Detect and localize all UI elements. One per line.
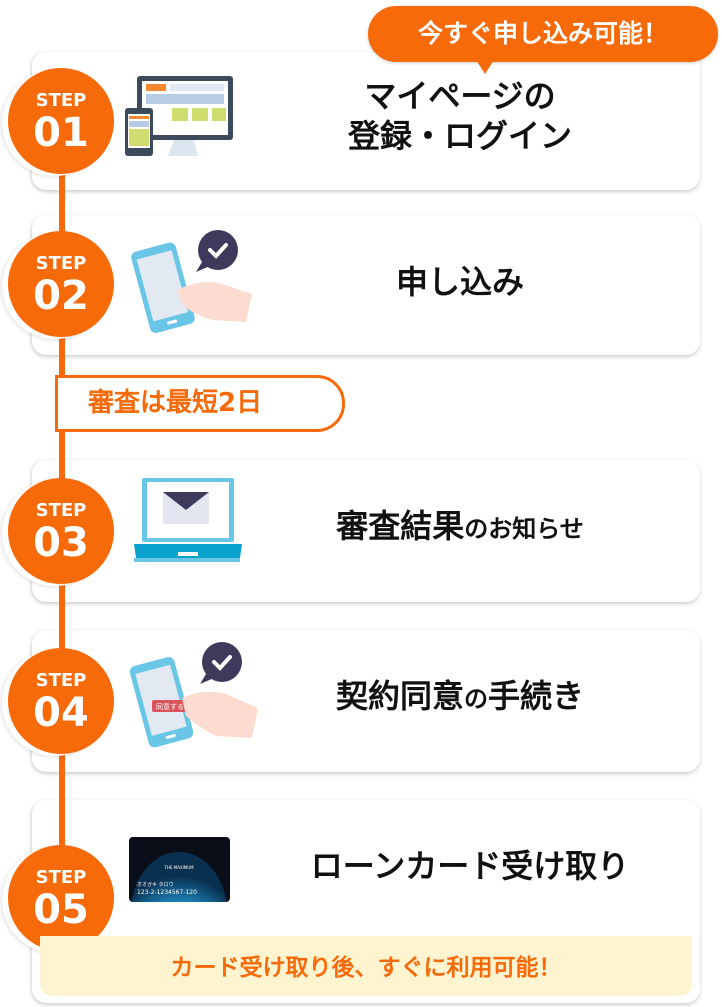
step-1-title: マイページの登録・ログイン <box>347 77 572 155</box>
devices-icon <box>125 76 233 156</box>
card-usage-note: カード受け取り後、すぐに利用可能！ <box>40 936 692 996</box>
step-4-title: 契約同意の手続き <box>335 677 585 715</box>
step-5-title: ローンカード受け取り <box>310 847 630 885</box>
svg-text:オオガキ タロウ: オオガキ タロウ <box>137 881 174 888</box>
svg-text:123-2-1234567-120: 123-2-1234567-120 <box>137 889 197 896</box>
smartphone-agree-icon: 同意する <box>129 642 258 748</box>
svg-text:THE MAXIMUM: THE MAXIMUM <box>163 865 194 870</box>
laptop-mail-icon <box>134 478 242 562</box>
step-2-title: 申し込み <box>395 263 524 301</box>
apply-now-bubble: 今すぐ申し込み可能！ <box>368 6 718 74</box>
review-time-badge: 審査は最短2日 <box>55 375 345 432</box>
step-3-title: 審査結果のお知らせ <box>336 507 584 545</box>
loan-card-image: THE MAXIMUM オオガキ タロウ 123-2-1234567-120 <box>129 837 230 902</box>
agree-button-illustration <box>152 700 188 712</box>
svg-text:同意する: 同意する <box>156 702 184 711</box>
smartphone-tap-icon <box>131 230 252 333</box>
